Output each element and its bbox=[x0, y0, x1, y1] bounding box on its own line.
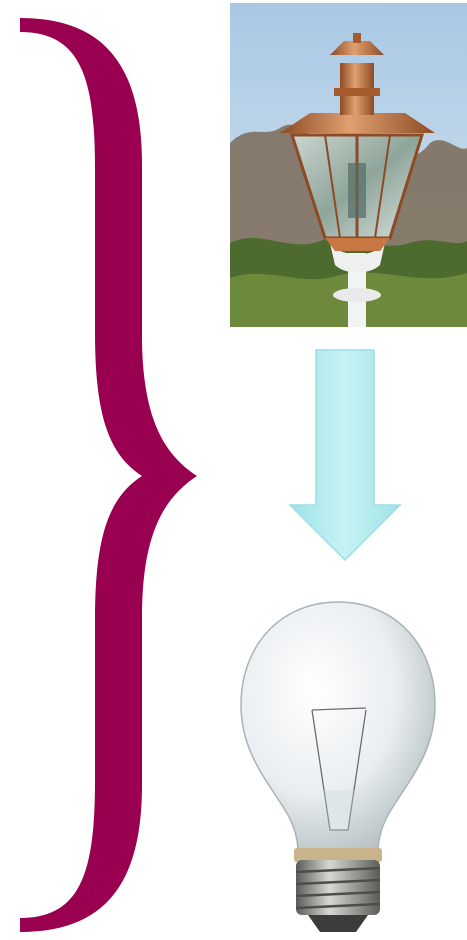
lantern-finial bbox=[353, 33, 361, 43]
bulb-collar bbox=[294, 848, 382, 862]
arrow-shape bbox=[290, 350, 400, 560]
lantern-base bbox=[325, 238, 390, 251]
brace-shape bbox=[20, 18, 197, 932]
street-lantern-photo bbox=[230, 3, 467, 327]
right-curly-brace-icon bbox=[0, 0, 210, 940]
burner bbox=[348, 163, 366, 218]
lantern-ring bbox=[334, 88, 380, 96]
light-bulb-icon bbox=[220, 590, 460, 940]
arrow-down-icon bbox=[280, 340, 410, 570]
filament-stem bbox=[324, 790, 354, 830]
post-collar bbox=[333, 288, 381, 302]
bulb-contact bbox=[308, 915, 368, 932]
